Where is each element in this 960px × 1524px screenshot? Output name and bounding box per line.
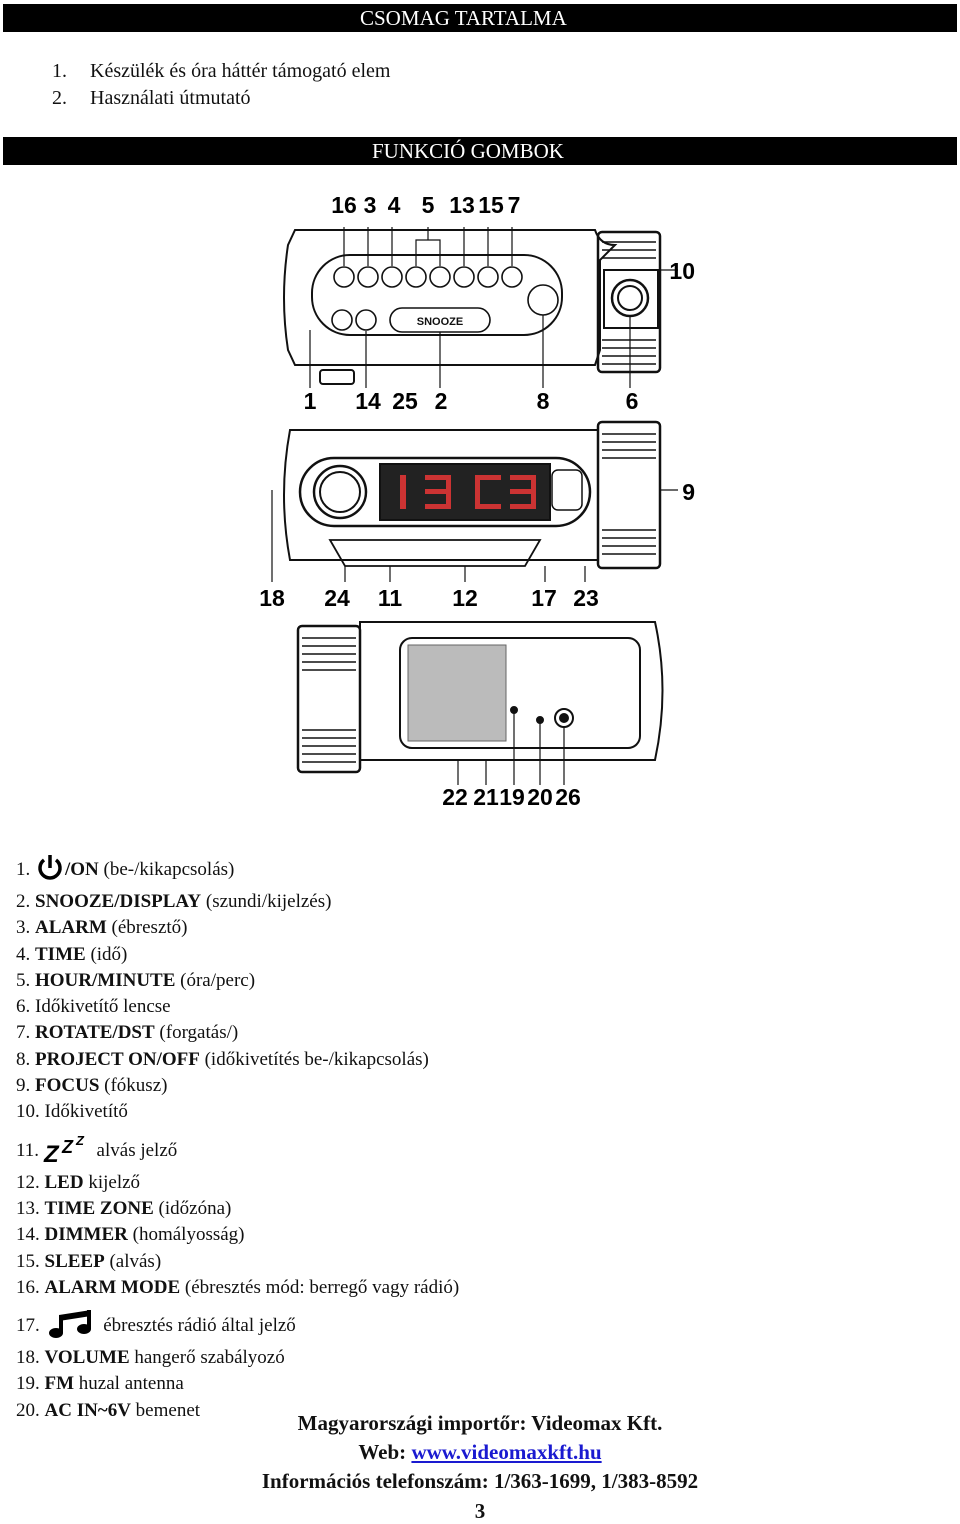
- led-digits: [400, 475, 536, 509]
- svg-text:5: 5: [422, 192, 435, 218]
- web-line: Web: www.videomaxkft.hu: [358, 1440, 602, 1464]
- music-note-icon: [48, 1310, 91, 1339]
- svg-text:15: 15: [478, 192, 504, 218]
- svg-text:10: 10: [669, 258, 695, 284]
- svg-text:25: 25: [392, 388, 418, 414]
- list-item: 1. /ON (be-/kikapcsolás): [16, 845, 459, 889]
- list-item: 2.Használati útmutató: [52, 87, 251, 109]
- power-icon: [38, 855, 62, 880]
- svg-text:Z: Z: [61, 1137, 74, 1157]
- list-item: 1.Készülék és óra háttér támogató elem: [52, 60, 391, 82]
- website-link[interactable]: www.videomaxkft.hu: [411, 1440, 602, 1464]
- list-item: 7. ROTATE/DST (forgatás/): [16, 1022, 239, 1044]
- svg-text:19: 19: [499, 784, 525, 810]
- list-item: 12. LED kijelző: [16, 1171, 141, 1193]
- phone-line: Információs telefonszám: 1/363-1699, 1/3…: [261, 1469, 699, 1493]
- list-item: 19. FM huzal antenna: [16, 1373, 184, 1395]
- svg-text:26: 26: [555, 784, 581, 810]
- svg-text:12: 12: [452, 585, 478, 611]
- package-list: 1.Készülék és óra háttér támogató elem 2…: [52, 58, 390, 112]
- list-item: 13. TIME ZONE (időzóna): [16, 1197, 232, 1219]
- list-item: 17. ébresztés rádió által jelző: [16, 1301, 459, 1345]
- svg-text:21: 21: [473, 784, 499, 810]
- svg-text:22: 22: [442, 784, 468, 810]
- back-view: [296, 621, 664, 785]
- list-item: 15. SLEEP (alvás): [16, 1250, 162, 1272]
- svg-text:18: 18: [259, 585, 285, 611]
- list-item: 14. DIMMER (homályosság): [16, 1224, 245, 1246]
- device-diagram: SNOOZE 16 3 4 5 13 15 7 10 1 14 25 2 8 6: [259, 192, 695, 810]
- page-number: 3: [474, 1499, 486, 1523]
- function-list: 1. /ON (be-/kikapcsolás) 2. SNOOZE/DISPL…: [16, 845, 459, 1424]
- svg-text:1: 1: [304, 388, 317, 414]
- svg-text:17: 17: [531, 585, 557, 611]
- svg-text:2: 2: [435, 388, 448, 414]
- svg-text:20: 20: [527, 784, 553, 810]
- list-item: 3. ALARM (ébresztő): [16, 917, 188, 939]
- list-item: 5. HOUR/MINUTE (óra/perc): [16, 969, 256, 991]
- svg-text:23: 23: [573, 585, 599, 611]
- svg-text:24: 24: [324, 585, 350, 611]
- list-item: 8. PROJECT ON/OFF (időkivetítés be-/kika…: [16, 1048, 429, 1070]
- front-view: [271, 420, 678, 582]
- list-item: 6. Időkivetítő lencse: [16, 996, 171, 1018]
- svg-text:3: 3: [364, 192, 377, 218]
- svg-text:6: 6: [626, 388, 639, 414]
- section-header-functions: FUNKCIÓ GOMBOK: [3, 137, 957, 165]
- list-item: 20. AC IN~6V bemenet: [16, 1399, 201, 1421]
- svg-text:8: 8: [537, 388, 550, 414]
- section-header-package: CSOMAG TARTALMA: [3, 4, 957, 32]
- svg-text:9: 9: [682, 479, 695, 505]
- list-item: 9. FOCUS (fókusz): [16, 1075, 168, 1097]
- svg-text:4: 4: [388, 192, 401, 218]
- svg-text:Z: Z: [43, 1141, 60, 1168]
- list-item: 4. TIME (idő): [16, 943, 128, 965]
- svg-text:7: 7: [508, 192, 521, 218]
- list-item: 18. VOLUME hangerő szabályozó: [16, 1347, 285, 1369]
- svg-text:Z: Z: [75, 1133, 85, 1148]
- svg-text:14: 14: [355, 388, 381, 414]
- svg-text:13: 13: [449, 192, 475, 218]
- list-item: 16. ALARM MODE (ébresztés mód: berregő v…: [16, 1276, 460, 1298]
- svg-text:16: 16: [331, 192, 357, 218]
- importer-line: Magyarországi importőr: Videomax Kft.: [297, 1411, 663, 1435]
- svg-text:SNOOZE: SNOOZE: [417, 316, 463, 328]
- svg-text:11: 11: [378, 585, 403, 611]
- list-item: 2. SNOOZE/DISPLAY (szundi/kijelzés): [16, 891, 332, 912]
- top-view: SNOOZE: [283, 227, 678, 388]
- list-item: 10. Időkivetítő: [16, 1101, 128, 1123]
